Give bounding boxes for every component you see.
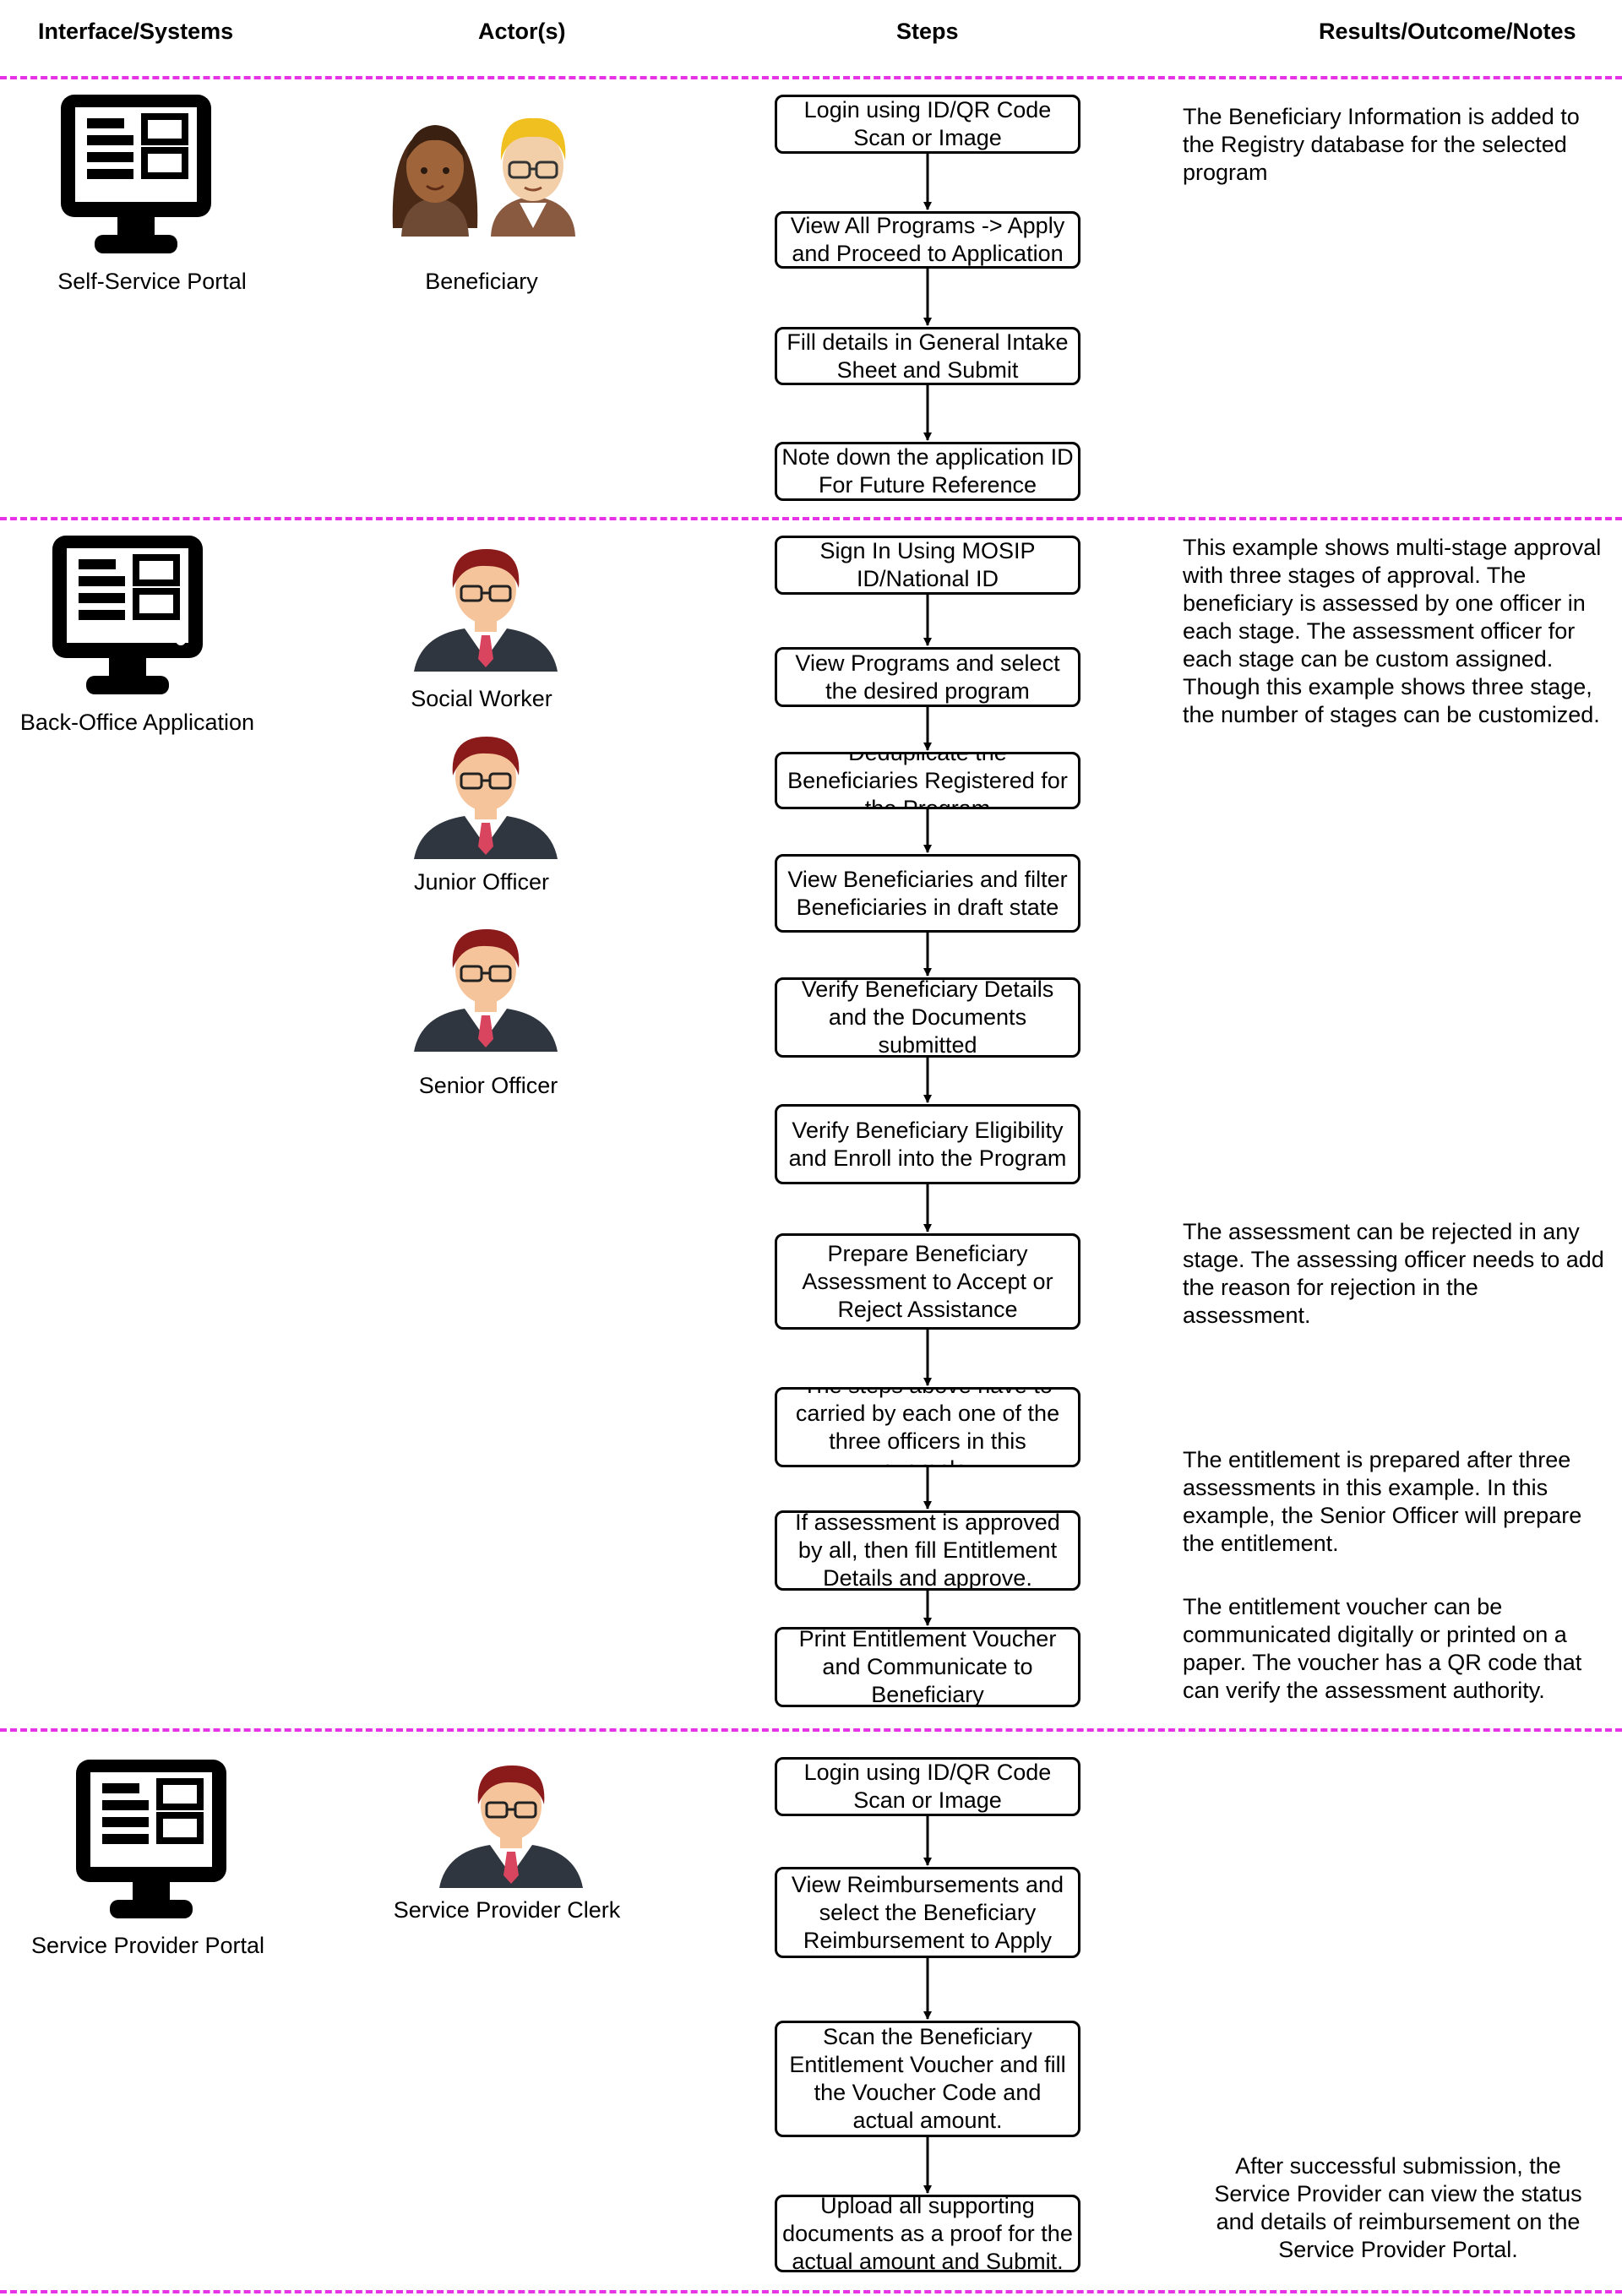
- actor-label-junior-officer: Junior Officer: [413, 869, 550, 895]
- step-text: Verify Beneficiary Eligibility and Enrol…: [788, 1117, 1067, 1171]
- step-text: Note down the application ID For Future …: [781, 444, 1074, 498]
- result-note: This example shows multi-stage approval …: [1183, 535, 1602, 727]
- system-label-service-provider: Service Provider Portal: [30, 1933, 265, 1958]
- result-note: The Beneficiary Information is added to …: [1183, 104, 1580, 185]
- step-box: Deduplicate the Beneficiaries Registered…: [775, 752, 1080, 809]
- step-text: Upload all supporting documents as a pro…: [782, 2195, 1073, 2272]
- step-box: The steps above have to carried by each …: [775, 1387, 1080, 1467]
- beneficiary-avatar-icon: [392, 117, 575, 237]
- step-text: Verify Beneficiary Details and the Docum…: [801, 977, 1054, 1058]
- result-note: The assessment can be rejected in any st…: [1183, 1219, 1604, 1328]
- step-text: Scan the Beneficiary Entitlement Voucher…: [789, 2024, 1066, 2133]
- step-box: View Reimbursements and select the Benef…: [775, 1867, 1080, 1958]
- step-text: The steps above have to carried by each …: [795, 1390, 1060, 1465]
- step-text: View Reimbursements and select the Benef…: [791, 1871, 1064, 1953]
- actor-label-service-provider-clerk: Service Provider Clerk: [393, 1897, 621, 1923]
- section-divider: [0, 2290, 1622, 2293]
- social-worker-avatar-icon: [414, 549, 558, 672]
- step-text: Login using ID/QR Code Scan or Image: [803, 97, 1052, 150]
- header-results: Results/Outcome/Notes: [1319, 19, 1576, 44]
- step-box: Fill details in General Intake Sheet and…: [775, 327, 1080, 385]
- step-box: Login using ID/QR Code Scan or Image: [775, 95, 1080, 154]
- step-box: If assessment is approved by all, then f…: [775, 1510, 1080, 1591]
- junior-officer-avatar-icon: [414, 737, 558, 859]
- step-text: Prepare Beneficiary Assessment to Accept…: [802, 1240, 1053, 1322]
- step-box: Verify Beneficiary Eligibility and Enrol…: [775, 1104, 1080, 1184]
- step-text: View All Programs -> Apply and Proceed t…: [790, 213, 1065, 266]
- step-text: Sign In Using MOSIP ID/National ID: [819, 538, 1036, 591]
- step-box: View All Programs -> Apply and Proceed t…: [775, 211, 1080, 269]
- step-text: If assessment is approved by all, then f…: [795, 1510, 1060, 1591]
- step-box: View Beneficiaries and filter Beneficiar…: [775, 854, 1080, 933]
- step-box: Print Entitlement Voucher and Communicat…: [775, 1627, 1080, 1707]
- header-steps: Steps: [896, 19, 959, 44]
- step-box: Login using ID/QR Code Scan or Image: [775, 1757, 1080, 1816]
- monitor-icon: [52, 536, 203, 694]
- system-label-back-office: Back-Office Application: [19, 710, 255, 735]
- step-box: Verify Beneficiary Details and the Docum…: [775, 977, 1080, 1058]
- section-divider: [0, 517, 1622, 520]
- step-text: Fill details in General Intake Sheet and…: [787, 329, 1069, 383]
- step-box: Prepare Beneficiary Assessment to Accept…: [775, 1233, 1080, 1330]
- result-note: After successful submission, the Service…: [1214, 2153, 1582, 2262]
- actor-label-senior-officer: Senior Officer: [418, 1073, 558, 1098]
- header-interface: Interface/Systems: [38, 19, 234, 44]
- system-label-self-service: Self-Service Portal: [57, 269, 247, 294]
- section-divider: [0, 76, 1622, 79]
- result-note: The entitlement voucher can be communica…: [1183, 1594, 1582, 1703]
- step-box: View Programs and select the desired pro…: [775, 647, 1080, 707]
- header-actors: Actor(s): [478, 19, 566, 44]
- step-box: Sign In Using MOSIP ID/National ID: [775, 536, 1080, 595]
- step-box: Scan the Beneficiary Entitlement Voucher…: [775, 2021, 1080, 2137]
- service-provider-clerk-avatar-icon: [439, 1766, 583, 1888]
- actor-label-beneficiary: Beneficiary: [425, 269, 538, 294]
- step-text: Deduplicate the Beneficiaries Registered…: [787, 752, 1068, 809]
- step-box: Upload all supporting documents as a pro…: [775, 2195, 1080, 2272]
- step-box: Note down the application ID For Future …: [775, 442, 1080, 501]
- result-note: The entitlement is prepared after three …: [1183, 1447, 1582, 1556]
- step-text: View Programs and select the desired pro…: [795, 650, 1060, 704]
- section-divider: [0, 1728, 1622, 1732]
- actor-label-social-worker: Social Worker: [411, 686, 552, 711]
- monitor-icon: [76, 1760, 226, 1918]
- step-text: Login using ID/QR Code Scan or Image: [803, 1760, 1052, 1813]
- senior-officer-avatar-icon: [414, 929, 558, 1052]
- step-text: Print Entitlement Voucher and Communicat…: [798, 1627, 1057, 1707]
- step-text: View Beneficiaries and filter Beneficiar…: [787, 866, 1068, 920]
- monitor-icon: [61, 95, 211, 253]
